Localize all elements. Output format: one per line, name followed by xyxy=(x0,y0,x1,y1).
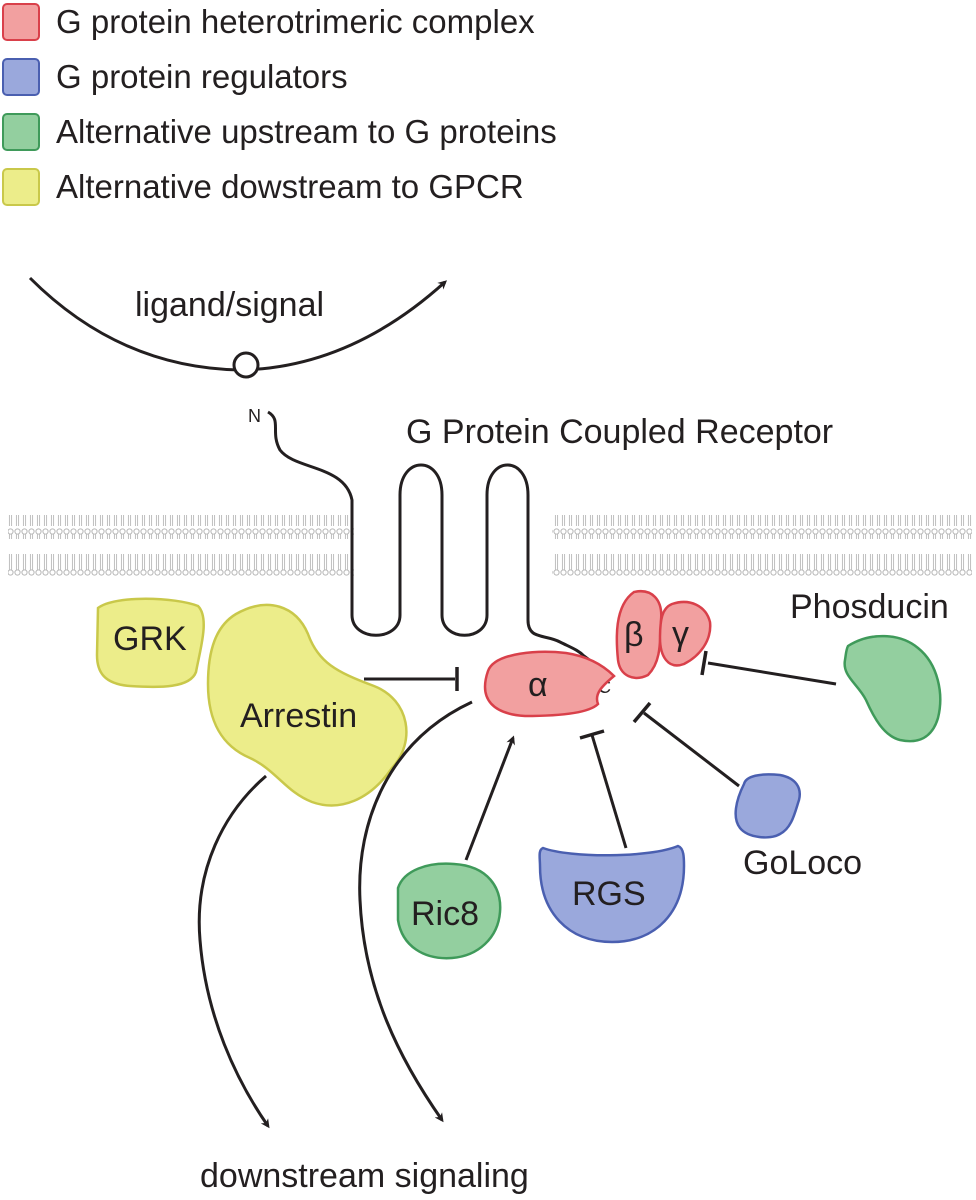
ric8-shape xyxy=(396,862,502,960)
grk-shape xyxy=(95,597,205,689)
rgs-shape xyxy=(538,844,686,944)
goloco-shape xyxy=(734,773,801,839)
legend-item-downstream: Alternative dowstream to GPCR xyxy=(0,166,700,206)
legend-swatch-regulators xyxy=(2,58,40,96)
legend-swatch-upstream xyxy=(2,113,40,151)
legend-label-upstream: Alternative upstream to G proteins xyxy=(56,113,557,150)
ric8-activates-alpha xyxy=(464,735,515,861)
g-beta-label: β xyxy=(624,616,644,654)
ric8-label: Ric8 xyxy=(411,895,479,933)
legend-item-complex: G protein heterotrimeric complex xyxy=(0,1,700,41)
downstream-label: downstream signaling xyxy=(200,1157,529,1195)
rgs-label: RGS xyxy=(572,875,646,913)
g-beta-shape xyxy=(615,589,663,680)
cell-membrane xyxy=(8,515,972,576)
membrane-inner-leaflet-left xyxy=(8,552,354,576)
g-gamma-label: γ xyxy=(672,615,689,653)
g-gamma-shape xyxy=(658,600,712,667)
legend-label-complex: G protein heterotrimeric complex xyxy=(56,3,535,40)
rgs-inhibit-bar xyxy=(579,729,605,740)
legend-swatch-complex xyxy=(2,3,40,41)
legend-item-upstream: Alternative upstream to G proteins xyxy=(0,111,700,151)
phosducin-label: Phosducin xyxy=(790,588,949,626)
g-alpha-label: α xyxy=(528,666,548,704)
legend-label-downstream: Alternative dowstream to GPCR xyxy=(56,168,524,205)
phosducin-shape xyxy=(843,634,942,743)
goloco-inhibit-bar xyxy=(632,701,652,724)
membrane-outer-leaflet-right xyxy=(552,515,972,539)
alpha-downstream-arrow xyxy=(358,700,473,1123)
membrane-inner-leaflet-right xyxy=(552,552,972,576)
arrestin-downstream-arrow xyxy=(197,774,270,1129)
legend-item-regulators: G protein regulators xyxy=(0,56,700,96)
legend-swatch-downstream xyxy=(2,168,40,206)
receptor-label: G Protein Coupled Receptor xyxy=(406,413,833,451)
arrestin-shape xyxy=(206,603,408,807)
legend-label-regulators: G protein regulators xyxy=(56,58,348,95)
ligand-label: ligand/signal xyxy=(135,286,324,324)
phosducin-inhibits-beta-gamma xyxy=(707,661,837,686)
n-terminus-label: N xyxy=(248,406,261,426)
receptor-chain xyxy=(267,410,604,673)
goloco-label: GoLoco xyxy=(743,844,862,882)
goloco-inhibits-complex xyxy=(643,711,740,788)
ligand-molecule xyxy=(232,351,260,379)
phosducin-inhibit-bar xyxy=(700,650,708,676)
grk-label: GRK xyxy=(113,620,187,658)
rgs-inhibits-alpha xyxy=(590,734,628,849)
g-alpha-shape xyxy=(483,650,616,718)
arrestin-label: Arrestin xyxy=(240,697,357,735)
membrane-outer-leaflet-left xyxy=(8,515,354,539)
